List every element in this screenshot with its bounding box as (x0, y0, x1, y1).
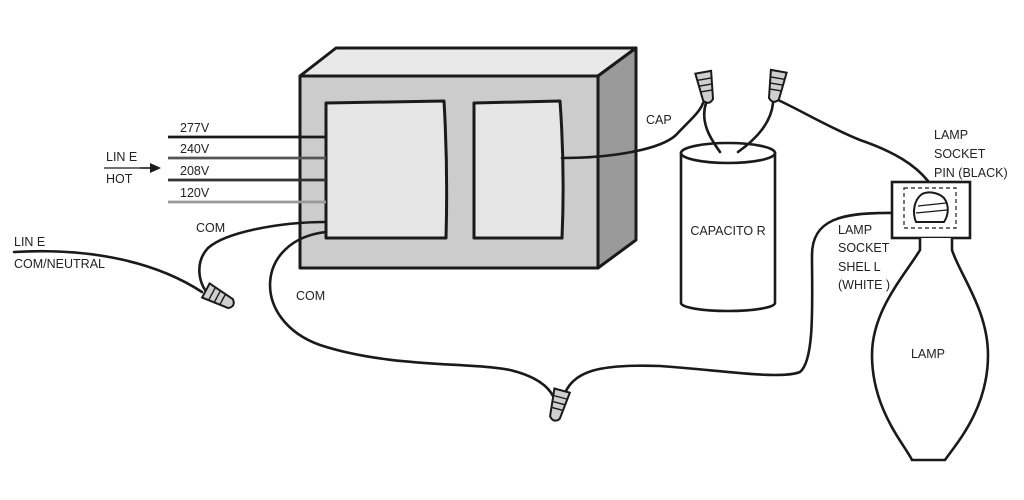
thread-line-2 (915, 209, 948, 214)
com-wire-to-neutral[interactable] (198, 220, 328, 296)
cap-wire-to-socket-pin[interactable] (776, 98, 930, 183)
line-neutral-wire[interactable] (12, 249, 204, 294)
ballast-coil-panel-right (472, 99, 565, 240)
lamp-socket-inner (903, 187, 957, 229)
capacitor-top (679, 141, 777, 165)
cap-wire-from-ballast[interactable] (560, 101, 705, 160)
wire-nut-neutral[interactable] (200, 281, 237, 312)
cap-label: CAP (646, 113, 672, 127)
line-com-label-line2: COM/NEUTRAL (14, 257, 105, 271)
com-lower-label: COM (296, 289, 325, 303)
tap-label-120v: 120V (180, 186, 210, 200)
com-wire-lower[interactable] (268, 230, 555, 398)
wire-nut-com[interactable] (546, 387, 572, 422)
socket-pin-label-3: PIN (BLACK) (934, 166, 1008, 180)
tap-label-208v: 208V (180, 164, 210, 178)
socket-pin-label-2: SOCKET (934, 147, 986, 161)
com-upper-label: COM (196, 221, 225, 235)
lamp-bulb[interactable] (870, 238, 990, 462)
socket-shell-label-4: (WHITE ) (838, 278, 890, 292)
socket-shell-label-1: LAMP (838, 223, 872, 237)
wire-nut-cap-right[interactable] (766, 68, 788, 103)
tap-label-240v: 240V (180, 142, 210, 156)
lamp-label: LAMP (911, 347, 945, 361)
capacitor-group: CAPACITO R CAP (560, 68, 930, 313)
ballast-box (298, 46, 638, 270)
tap-label-277v: 277V (180, 121, 210, 135)
capacitor-label: CAPACITO R (690, 224, 765, 238)
wire-nut-cap-left[interactable] (694, 69, 716, 104)
shell-return-wire[interactable] (561, 211, 897, 400)
line-hot-group: LIN E HOT (104, 150, 161, 186)
line-hot-arrow-head (150, 163, 161, 173)
ballast-coil-panel-left (324, 99, 449, 240)
ballast-top-face (298, 46, 638, 78)
cap-lead-right[interactable] (736, 101, 775, 154)
socket-pin-label-1: LAMP (934, 128, 968, 142)
thread-line-1 (917, 202, 947, 207)
lamp-base-thread (913, 191, 949, 223)
line-hot-label-line2: HOT (106, 172, 133, 186)
line-com-label-line1: LIN E (14, 235, 45, 249)
ballast-side-face (596, 46, 638, 270)
lamp-assembly: LAMP LAMP SOCKET PIN (BLACK) LAMP SOCKET… (838, 128, 1008, 462)
input-taps: 277V 240V 208V 120V (168, 121, 326, 204)
com-wire-group: COM LIN E COM/NEUTRAL (12, 220, 328, 312)
socket-shell-label-2: SOCKET (838, 241, 890, 255)
com-lower-group: COM (268, 211, 897, 422)
line-hot-label-line1: LIN E (106, 150, 137, 164)
capacitor-body[interactable] (679, 151, 777, 313)
socket-shell-label-3: SHEL L (838, 260, 881, 274)
cap-lead-left[interactable] (702, 101, 722, 154)
